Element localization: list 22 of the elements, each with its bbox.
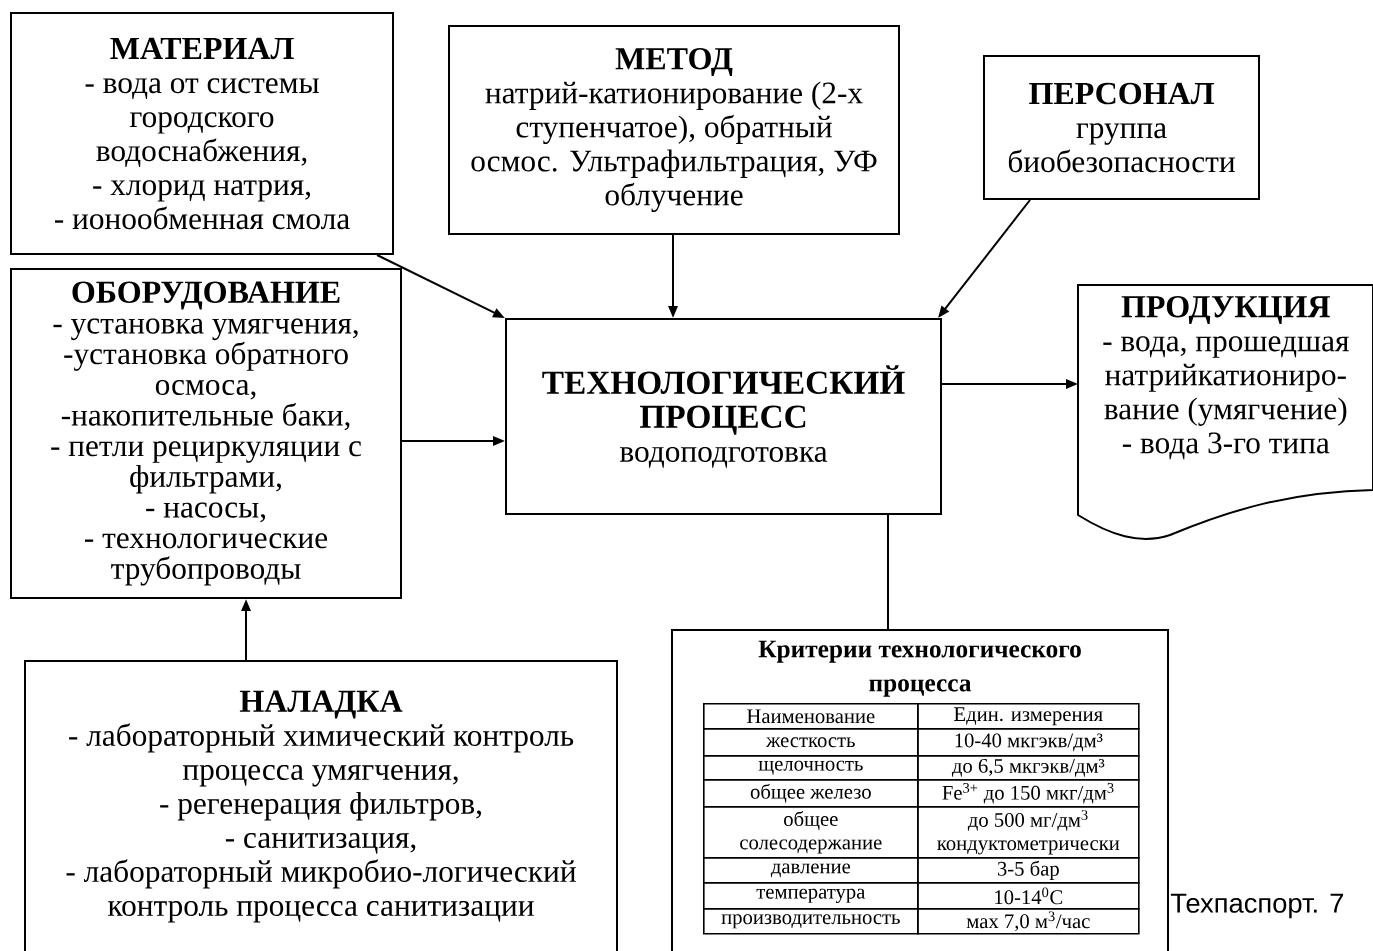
table-cell: давление bbox=[703, 857, 919, 884]
text-box: ПЕРСОНАЛ группа биобезопасности bbox=[983, 55, 1260, 200]
table-cell: 10-40 мкгэкв/дм³ bbox=[917, 728, 1140, 757]
table-cell: 3-5 бар bbox=[917, 857, 1140, 884]
table-cell: щелочность bbox=[703, 755, 919, 781]
table-cell: мах 7,0 м$^{3}$/час bbox=[917, 908, 1140, 935]
table-cell: жесткость bbox=[703, 728, 919, 757]
table-cell: Наименование bbox=[703, 703, 919, 730]
text-box: НАЛАДКА - лабораторный химический контроль процесса умягчения, - регенерация фильтров, - санитизация, - лабораторный микробио-логический контроль процесса санитизации bbox=[24, 660, 618, 951]
process-box: ТЕХНОЛОГИЧЕСКИЙ ПРОЦЕСС водоподготовка bbox=[505, 318, 942, 515]
connector-line bbox=[887, 514, 889, 630]
table-cell: до 500 мг/дм$^{3}$ кондуктометрически bbox=[917, 806, 1140, 859]
table-cell: Fe$^{3+}$ до 150 мкг/дм$^{3}$ bbox=[917, 779, 1140, 808]
text-box: МЕТОД натрий-катионирование (2-х ступенчатое), обратный осмос. Ультрафильтрация, УФ облучение bbox=[448, 25, 900, 235]
table-cell: температура bbox=[703, 882, 919, 910]
table-cell: общее железо bbox=[703, 779, 919, 808]
table-cell: 10-14$^{0}$С bbox=[917, 882, 1140, 910]
text-box: ОБОРУДОВАНИЕ - установка умягчения, -установка обратного осмоса, -накопительные баки, - петли рециркуляции с фильтрами, - насосы, - технологические трубопроводы bbox=[10, 268, 402, 599]
text-box: МАТЕРИАЛ - вода от системы городского водоснабжения, - хлорид натрия, - ионообменная смола bbox=[10, 12, 394, 255]
table-cell: производительность bbox=[703, 908, 919, 935]
table-cell: Един. измерения bbox=[917, 703, 1140, 730]
table-cell: до 6,5 мкгэкв/дм³ bbox=[917, 755, 1140, 781]
